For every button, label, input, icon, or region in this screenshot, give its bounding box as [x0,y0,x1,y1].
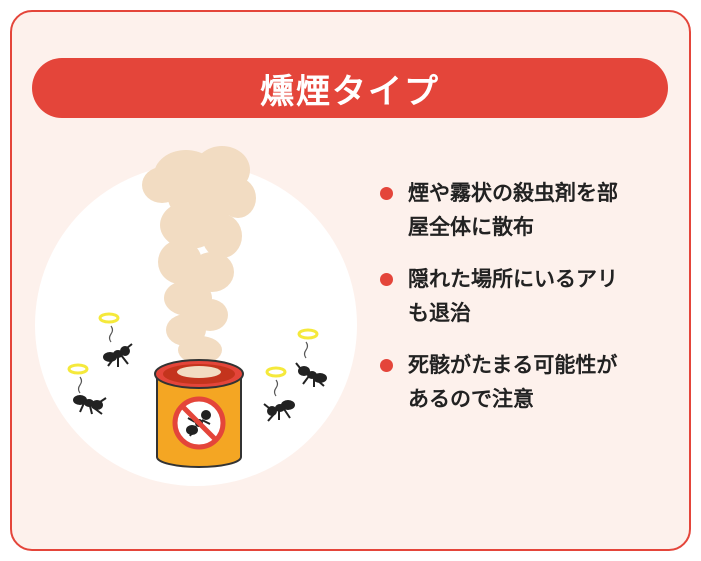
ant-icon [67,363,107,415]
feature-list: 煙や霧状の殺虫剤を部 屋全体に散布 隠れた場所にいるアリ も退治 死骸がたまる可… [378,176,678,434]
feature-text-line: も退治 [408,301,471,325]
smoke-cloud-icon [142,146,256,364]
feature-item: 死骸がたまる可能性が あるので注意 [378,348,678,416]
halo-icon [297,328,319,340]
feature-text-line: 屋全体に散布 [408,215,534,239]
feature-text-line: 隠れた場所にいるアリ [408,267,618,291]
ant-icon [263,366,295,422]
title-banner: 燻煙タイプ [32,58,668,118]
feature-text-line: あるので注意 [408,387,534,411]
feature-text-line: 死骸がたまる可能性が [408,353,618,377]
halo-icon [98,312,120,324]
ant-icon [295,328,327,387]
feature-item: 煙や霧状の殺虫剤を部 屋全体に散布 [378,176,678,244]
page-title: 燻煙タイプ [260,71,440,112]
bullet-icon [380,359,393,372]
feature-item: 隠れた場所にいるアリ も退治 [378,262,678,330]
bullet-icon [380,187,393,200]
halo-icon [67,363,89,375]
feature-text-line: 煙や霧状の殺虫剤を部 [408,181,618,205]
insecticide-can-icon [154,359,244,468]
no-ant-icon [172,396,226,450]
halo-icon [265,366,287,378]
bullet-icon [380,273,393,286]
ant-icon [98,312,133,367]
